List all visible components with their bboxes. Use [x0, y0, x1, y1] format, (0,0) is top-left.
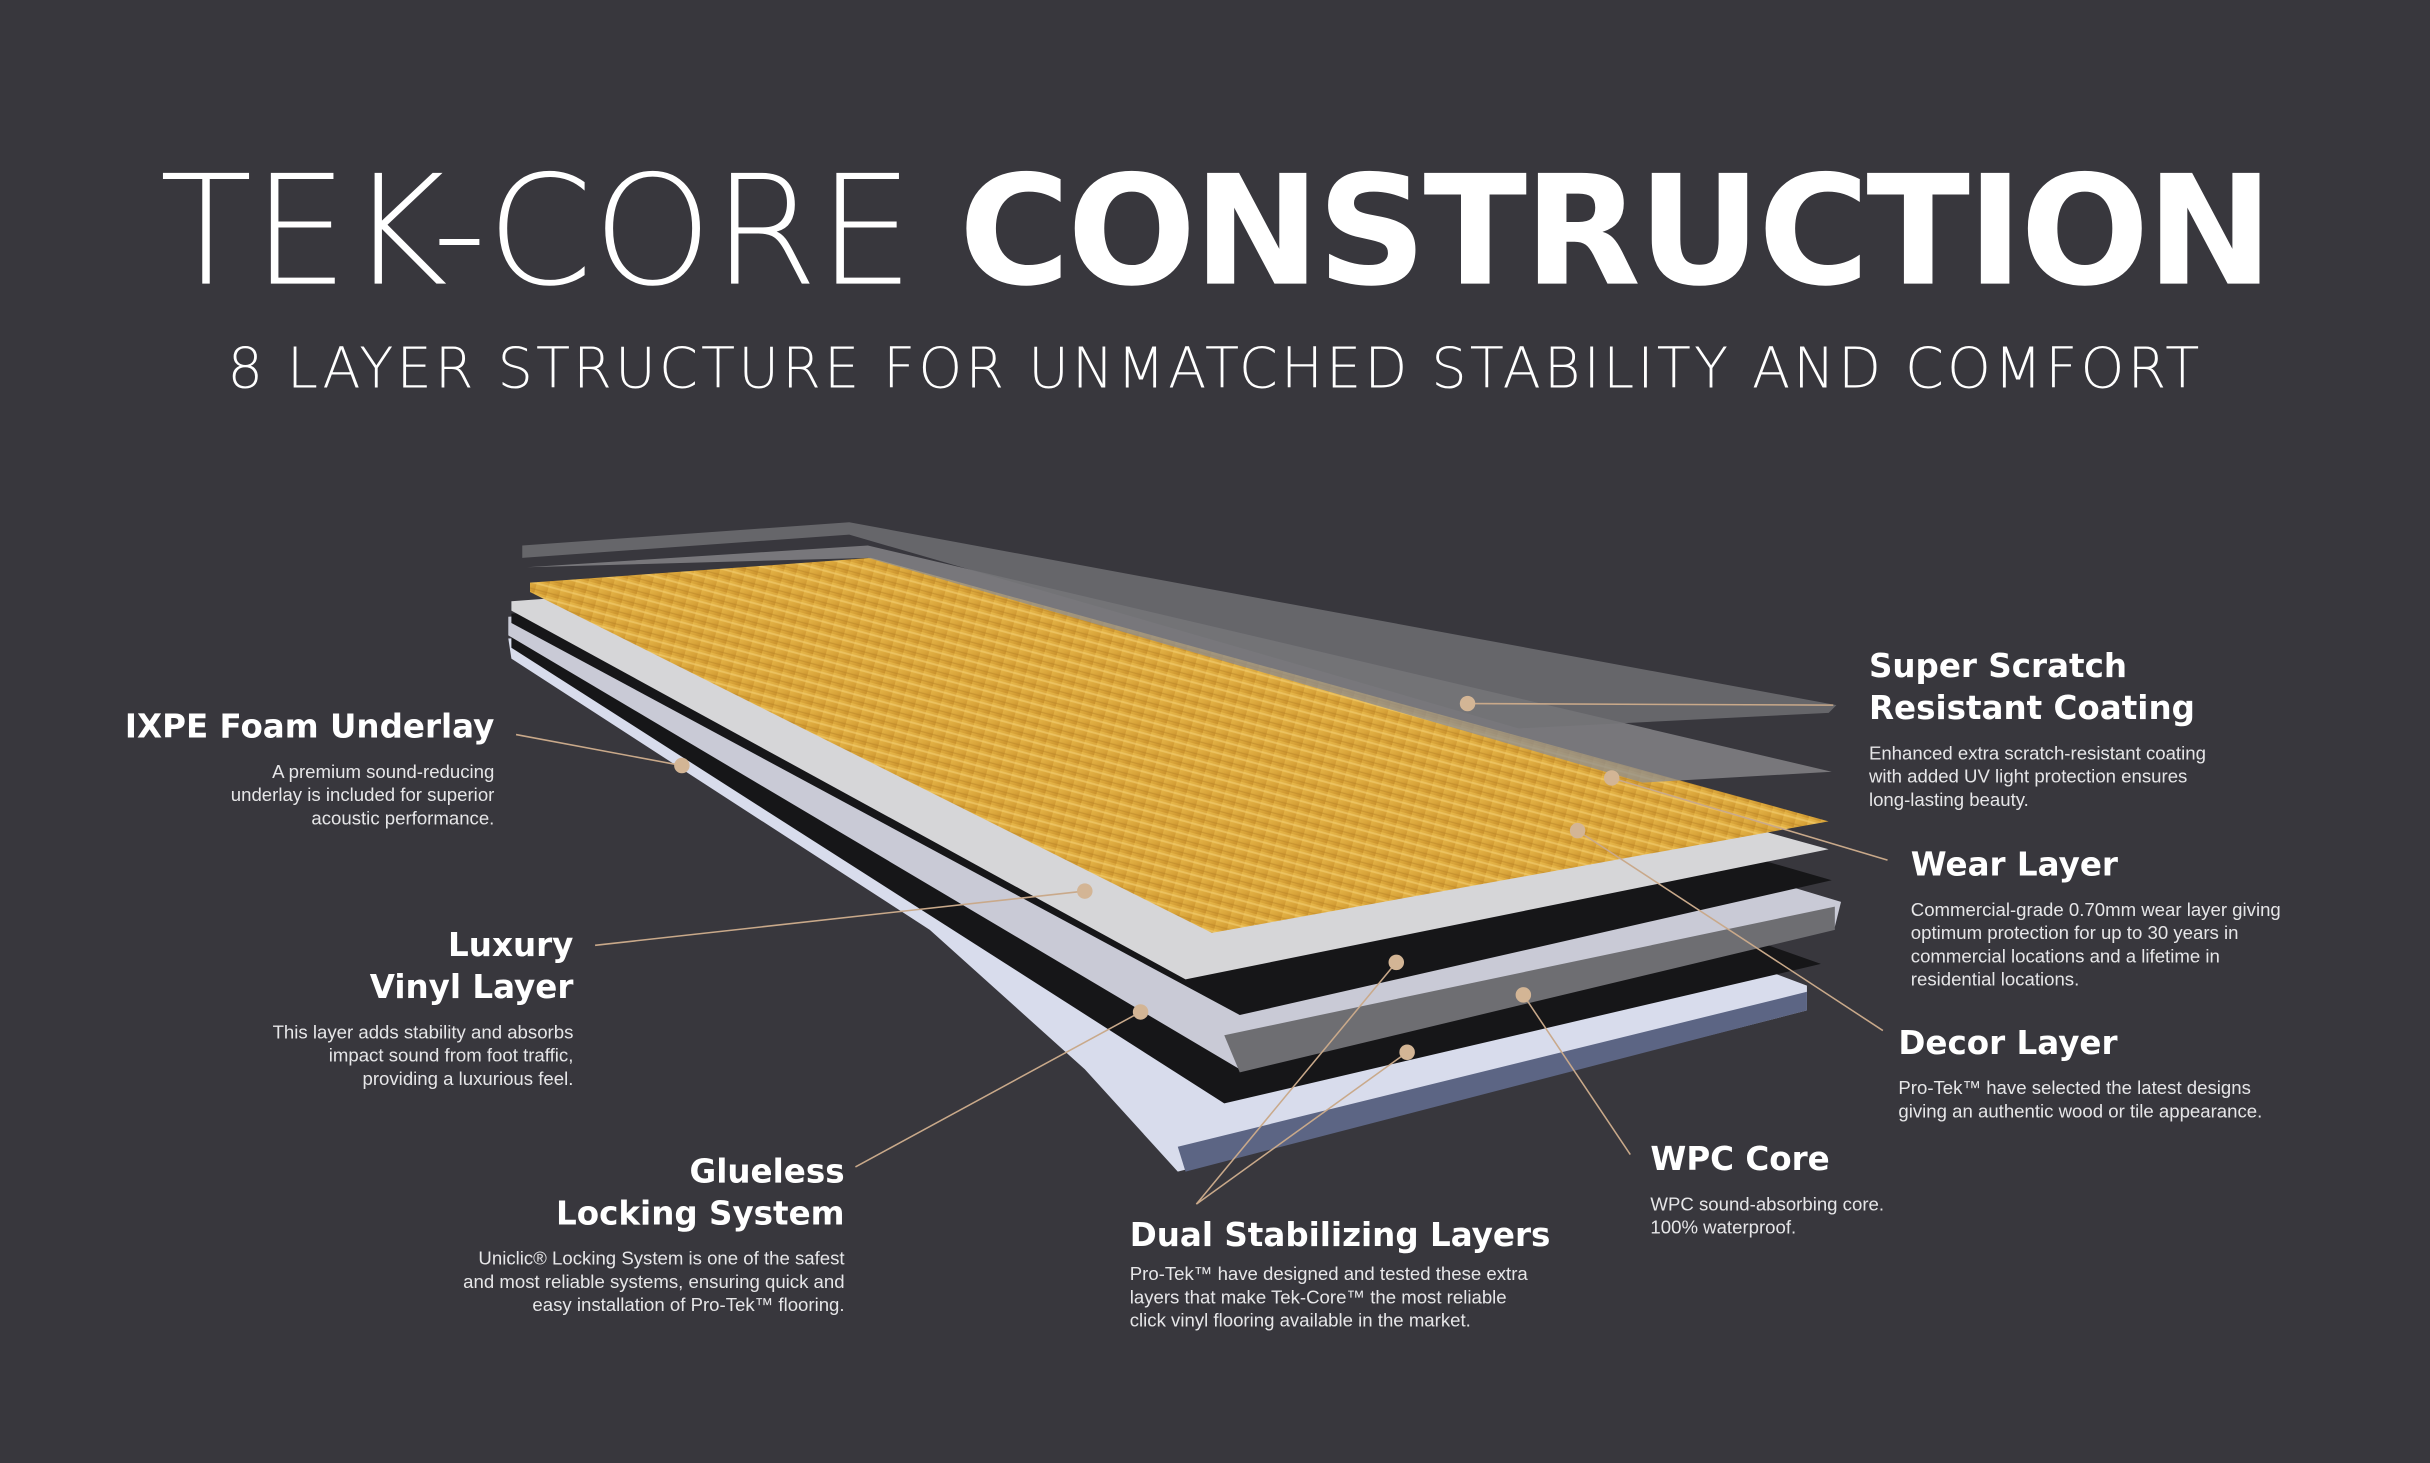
callout-scratch: Super Scratch Resistant Coating Enhanced…	[1869, 646, 2206, 812]
callout-text: Enhanced extra scratch-resistant coating…	[1868, 742, 2206, 811]
callout-text: Uniclic® Locking System is one of the sa…	[463, 1247, 845, 1316]
decor-layer	[529, 557, 1829, 933]
callout-dual: Dual Stabilizing Layers Pro-Tek™ have de…	[1130, 1215, 1551, 1333]
dot-decor	[1569, 822, 1586, 839]
dot-luxury	[1077, 883, 1093, 899]
dot-scratch	[1459, 695, 1476, 712]
callout-ixpe: IXPE Foam Underlay A premium sound-reduc…	[125, 707, 494, 831]
subtitle: 8 LAYER STRUCTURE FOR UNMATCHED STABILIT…	[227, 337, 2203, 402]
callout-title: Glueless Locking System	[556, 1152, 845, 1233]
callout-text: Pro-Tek™ have selected the latest design…	[1898, 1077, 2263, 1122]
callout-text: This layer adds stability and absorbs im…	[272, 1021, 574, 1090]
ixpe-foam-edge	[1177, 991, 1807, 1172]
callout-wear: Wear Layer Commercial-grade 0.70mm wear …	[1911, 845, 2281, 992]
scratch-coating-layer	[522, 522, 1837, 729]
callout-text: WPC sound-absorbing core. 100% waterproo…	[1650, 1193, 1885, 1239]
leader-lines	[515, 702, 1888, 1205]
dot-dual-1	[1388, 954, 1405, 971]
callout-title: IXPE Foam Underlay	[124, 708, 495, 746]
callout-title: WPC Core	[1650, 1140, 1830, 1178]
callout-title: Decor Layer	[1898, 1024, 2118, 1062]
callout-title: Luxury Vinyl Layer	[369, 926, 574, 1006]
wpc-core-edge	[1224, 906, 1835, 1073]
dot-wear	[1603, 770, 1620, 786]
callout-text: Pro-Tek™ have designed and tested these …	[1129, 1263, 1528, 1332]
callout-decor: Decor Layer Pro-Tek™ have selected the l…	[1898, 1023, 2262, 1124]
callout-title: Dual Stabilizing Layers	[1129, 1216, 1551, 1254]
callout-title: Super Scratch Resistant Coating	[1868, 647, 2195, 727]
title-light: TEK-CORE	[159, 144, 914, 321]
callout-text: A premium sound-reducing underlay is inc…	[230, 760, 495, 830]
callout-dots	[674, 695, 1620, 1060]
title-bold: CONSTRUCTION	[958, 144, 2274, 321]
callout-title: Wear Layer	[1910, 846, 2118, 884]
dot-dual-2	[1399, 1044, 1415, 1060]
dot-wpc	[1515, 987, 1532, 1003]
callout-luxury-vinyl: Luxury Vinyl Layer This layer adds stabi…	[273, 925, 574, 1091]
callout-text: Commercial-grade 0.70mm wear layer givin…	[1910, 898, 2281, 991]
page-title: TEK-CORE CONSTRUCTION	[0, 133, 2430, 325]
callout-glueless: Glueless Locking System Uniclic® Locking…	[463, 1151, 844, 1317]
dot-ixpe	[674, 757, 690, 774]
callout-wpc: WPC Core WPC sound-absorbing core. 100% …	[1650, 1139, 1884, 1240]
dot-glueless	[1132, 1004, 1149, 1020]
